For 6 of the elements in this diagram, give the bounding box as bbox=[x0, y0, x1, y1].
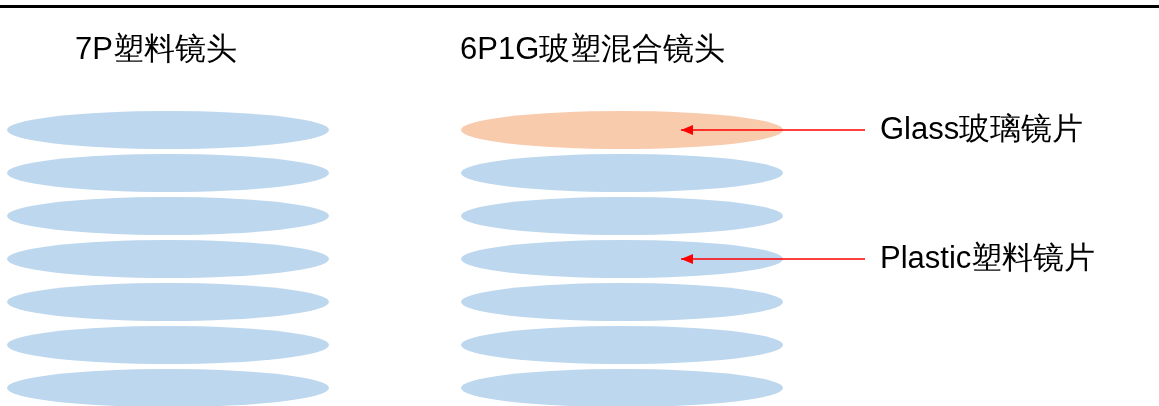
arrow bbox=[680, 125, 866, 135]
lens-label: Glass玻璃镜片 bbox=[880, 113, 1084, 144]
stack-heading: 6P1G玻塑混合镜头 bbox=[460, 33, 726, 64]
stack-heading: 7P塑料镜头 bbox=[75, 33, 237, 64]
arrow bbox=[680, 254, 866, 264]
lens-label: Plastic塑料镜片 bbox=[880, 242, 1096, 273]
